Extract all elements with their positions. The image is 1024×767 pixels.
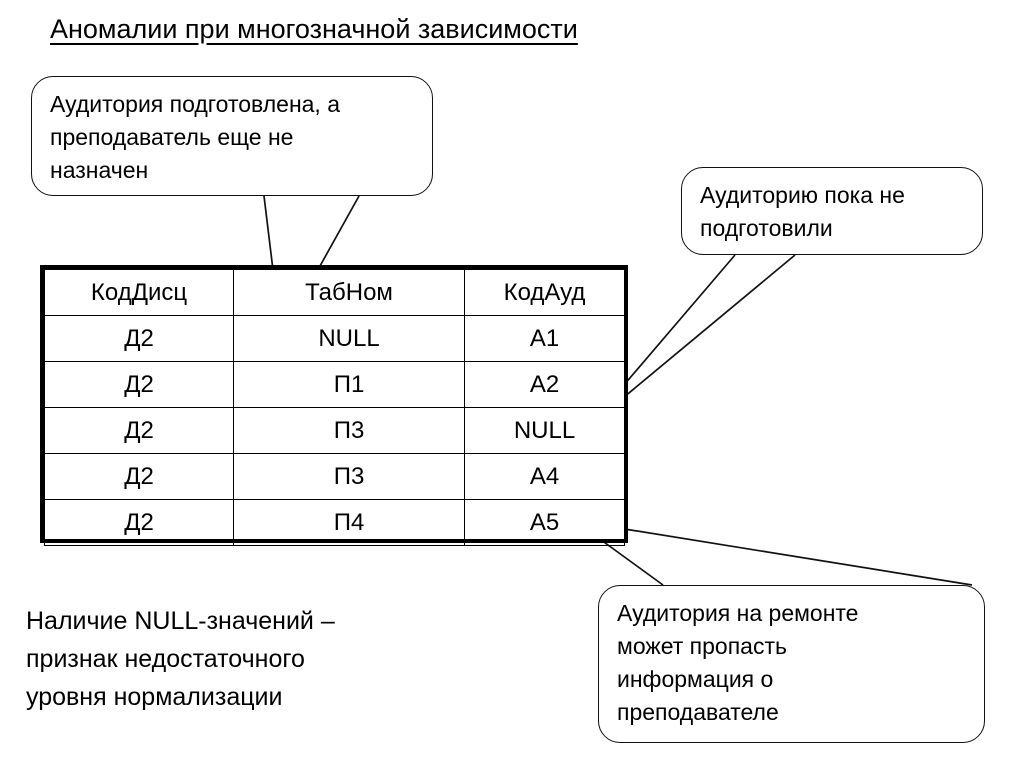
callout-room-not-ready: Аудиторию пока не подготовили — [681, 167, 983, 255]
callout-line: назначен — [50, 157, 149, 183]
table-row: Д2 NULL А1 — [44, 315, 625, 362]
table-row: Д2 П3 А4 — [44, 453, 625, 500]
callout-line: подготовили — [700, 215, 833, 241]
table-cell: Д2 — [44, 453, 234, 500]
table-cell: П3 — [233, 453, 465, 500]
callout-line: преподаватель еще не — [50, 124, 294, 150]
callout-room-repair: Аудитория на ремонте может пропасть инфо… — [598, 585, 985, 743]
table-cell: П4 — [233, 499, 465, 546]
table-cell: NULL — [464, 407, 625, 454]
callout-line: информация о — [617, 666, 774, 692]
table-cell: А1 — [464, 315, 625, 362]
table-cell: Д2 — [44, 315, 234, 362]
table-cell: А5 — [464, 499, 625, 546]
note-line: Наличие NULL-значений – — [26, 607, 335, 635]
table-row: Д2 П4 А5 — [44, 499, 625, 546]
table-cell: П1 — [233, 361, 465, 408]
callout-prepared-no-teacher: Аудитория подготовлена, а преподаватель … — [31, 76, 433, 196]
callout-line: преподавателе — [617, 699, 779, 725]
callout-line: Аудитория на ремонте — [617, 600, 859, 626]
callout-line: может пропасть — [617, 633, 787, 659]
table-cell: Д2 — [44, 499, 234, 546]
table-cell: П3 — [233, 407, 465, 454]
callout-line: Аудиторию пока не — [700, 182, 905, 208]
table-header-cell: ТабНом — [233, 269, 465, 316]
table-cell: А2 — [464, 361, 625, 408]
callout-line: Аудитория подготовлена, а — [50, 91, 341, 117]
table-cell: Д2 — [44, 407, 234, 454]
table-header-cell: КодАуд — [464, 269, 625, 316]
note-line: уровня нормализации — [26, 683, 283, 711]
table-header-cell: КодДисц — [44, 269, 234, 316]
table-row: Д2 П3 NULL — [44, 407, 625, 454]
tail-room-repair — [574, 520, 973, 586]
page-title: Аномалии при многозначной зависимости — [50, 14, 578, 44]
note-line: признак недостаточного — [26, 645, 305, 673]
table-cell: NULL — [233, 315, 465, 362]
table-header-row: КодДисц ТабНом КодАуд — [44, 269, 625, 316]
table-cell: А4 — [464, 453, 625, 500]
note-null-normalization: Наличие NULL-значений – признак недостат… — [26, 602, 496, 716]
relation-table: КодДисц ТабНом КодАуд Д2 NULL А1 Д2 П1 А… — [40, 265, 628, 546]
table-cell: Д2 — [44, 361, 234, 408]
table-row: Д2 П1 А2 — [44, 361, 625, 408]
